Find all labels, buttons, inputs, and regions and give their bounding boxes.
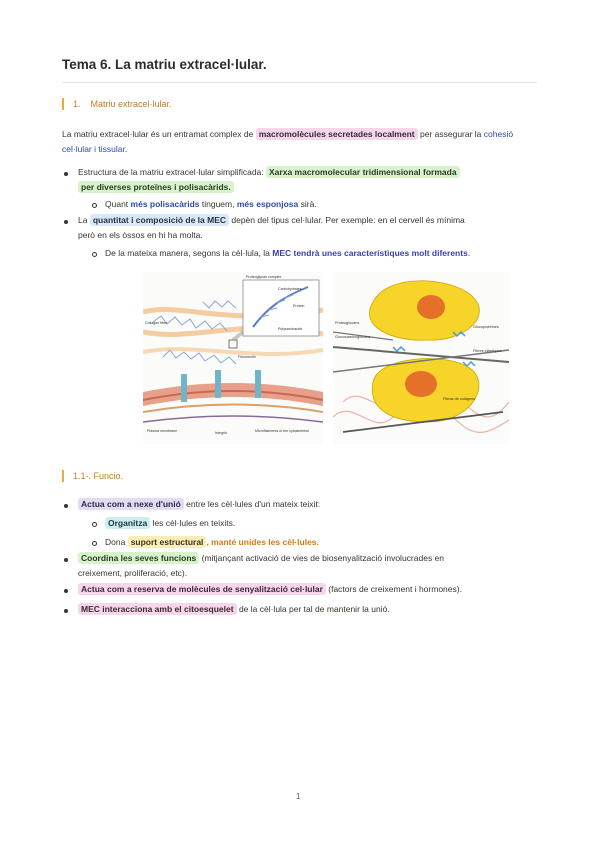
- sub-text: De la mateixa manera, segons la cèl·lula…: [105, 248, 273, 258]
- label-fibres-elastiques: Fibres elàstiques: [473, 349, 502, 353]
- highlight-xarxa: Xarxa macromolecular tridimensional form…: [266, 166, 460, 178]
- bullet-dot: [64, 589, 68, 593]
- highlight-coordina: Coordina les seves funcions: [78, 552, 200, 564]
- sub-bullet-ring: [92, 252, 97, 257]
- label-proteoglycan-complex: Proteoglycan complex: [246, 275, 282, 279]
- page-number: 1: [296, 792, 301, 801]
- function-coordina: Coordina les seves funcions (mitjançant …: [78, 551, 444, 566]
- label-microfilaments: Microfilaments of the cytoskeleton: [255, 429, 309, 433]
- function-text: entre les cèl·lules d'un mateix teixit:: [183, 499, 321, 509]
- label-fibras-colageno: Fibras de colágeno: [443, 397, 475, 401]
- function-text: les cèl·lules en teixits.: [150, 518, 236, 528]
- label-glucoproteines: Glucoproteïnes: [473, 325, 499, 329]
- bullet-dot: [64, 172, 68, 176]
- highlight-xarxa-cont: per diverses proteïnes i polisacàrids.: [78, 181, 234, 193]
- sub-text: Quant: [105, 199, 131, 209]
- highlight-characteristics: MEC tendrà unes característiques molt di…: [272, 248, 468, 258]
- highlight-mante-unides: , manté unides les cèl·lules.: [206, 537, 319, 547]
- function-citoesquelet: MEC interacciona amb el citoesquelet de …: [78, 602, 390, 617]
- title-divider: [62, 82, 537, 83]
- highlight-spongy: més esponjosa: [236, 199, 299, 209]
- function-coordina-line2: creixement, proliferació, etc).: [78, 568, 188, 578]
- sub-text: sirà.: [298, 199, 317, 209]
- highlight-organitza: Organitza: [105, 517, 151, 529]
- section-number: 1.: [73, 99, 81, 109]
- section-label: 1.1-. Funcio.: [73, 471, 124, 481]
- page-title: Tema 6. La matriu extracel·lular.: [62, 57, 267, 72]
- label-plasma-membrane: Plasma membrane: [147, 429, 177, 433]
- highlight-nexe: Actua com a nexe d'unió: [78, 498, 184, 510]
- sub-bullet-ring: [92, 522, 97, 527]
- bullet-text: depèn del tipus cel·lular. Per exemple: …: [229, 215, 465, 225]
- label-fibronectin: Fibronectin: [238, 355, 256, 359]
- highlight-macromolecules: macromolècules secretades localment: [255, 128, 418, 140]
- sub-text: .: [467, 248, 471, 258]
- bullet-text: Estructura de la matriu extracel·lular s…: [78, 167, 267, 177]
- label-glucosaminoglucans: Glucosaminoglucans: [335, 335, 370, 339]
- bullet-dot: [64, 558, 68, 562]
- label-protein: Protein: [293, 304, 304, 308]
- section-label: Matriu extracel·lular.: [90, 99, 172, 109]
- function-suport: Dona suport estructural, manté unides le…: [105, 535, 319, 550]
- highlight-cohesion: cohesió cel·lular i tissular: [62, 129, 514, 154]
- bullet-dot: [64, 220, 68, 224]
- label-collagen-fiber: Collagen fiber: [145, 321, 168, 325]
- function-text: Dona: [105, 537, 128, 547]
- function-text: (mitjançant activació de vies de bioseny…: [199, 553, 445, 563]
- ecm-diagram-right: Proteoglucans Glucosaminoglucans Glucopr…: [333, 272, 509, 444]
- intro-text: .: [124, 144, 128, 154]
- label-polysaccharide: Polysaccharide: [278, 327, 302, 331]
- highlight-citoesquelet: MEC interacciona amb el citoesquelet: [78, 603, 237, 615]
- section-heading-1: 1. Matriu extracel·lular.: [62, 98, 172, 110]
- highlight-reserva: Actua com a reserva de molècules de seny…: [78, 583, 326, 595]
- function-text: de la cèl·lula per tal de mantenir la un…: [236, 604, 390, 614]
- highlight-quantity: quantitat i composició de la MEC: [89, 214, 230, 226]
- heading-accent-bar: [62, 98, 64, 110]
- bullet-dot: [64, 609, 68, 613]
- intro-paragraph: La matriu extracel·lular és un entramat …: [62, 127, 532, 157]
- section-heading-1-1: 1.1-. Funcio.: [62, 470, 123, 482]
- label-carbohydrates: Carbohydrates: [278, 287, 302, 291]
- function-organitza: Organitza les cèl·lules en teixits.: [105, 516, 235, 531]
- sub-text: tinguem,: [199, 199, 237, 209]
- sub-bullet-ring: [92, 203, 97, 208]
- function-reserva: Actua com a reserva de molècules de seny…: [78, 582, 462, 597]
- function-text: (factors de creixement i hormones).: [325, 584, 462, 594]
- bullet-structure-line2: per diverses proteïnes i polisacàrids.: [78, 180, 234, 195]
- heading-accent-bar: [62, 470, 64, 482]
- label-proteoglucans: Proteoglucans: [335, 321, 359, 325]
- bullet-text: La: [78, 215, 90, 225]
- bullet-quantity-line2: però en els òssos en hi ha molta.: [78, 230, 203, 240]
- sub-bullet-characteristics: De la mateixa manera, segons la cèl·lula…: [105, 246, 470, 261]
- bullet-structure: Estructura de la matriu extracel·lular s…: [78, 165, 460, 180]
- intro-text: La matriu extracel·lular és un entramat …: [62, 129, 256, 139]
- intro-text: per assegurar la: [417, 129, 484, 139]
- sub-bullet-ring: [92, 541, 97, 546]
- ecm-diagram-left: Proteoglycan complex Carbohydrates Prote…: [143, 272, 323, 444]
- label-integrin: Integrin: [215, 431, 227, 435]
- bullet-dot: [64, 504, 68, 508]
- highlight-polysaccharides: més polisacàrids: [130, 199, 200, 209]
- function-nexe: Actua com a nexe d'unió entre les cèl·lu…: [78, 497, 320, 512]
- highlight-suport: suport estructural: [127, 536, 207, 548]
- sub-bullet-polysaccharides: Quant més polisacàrids tinguem, més espo…: [105, 197, 317, 212]
- bullet-quantity: La quantitat i composició de la MEC depè…: [78, 213, 465, 228]
